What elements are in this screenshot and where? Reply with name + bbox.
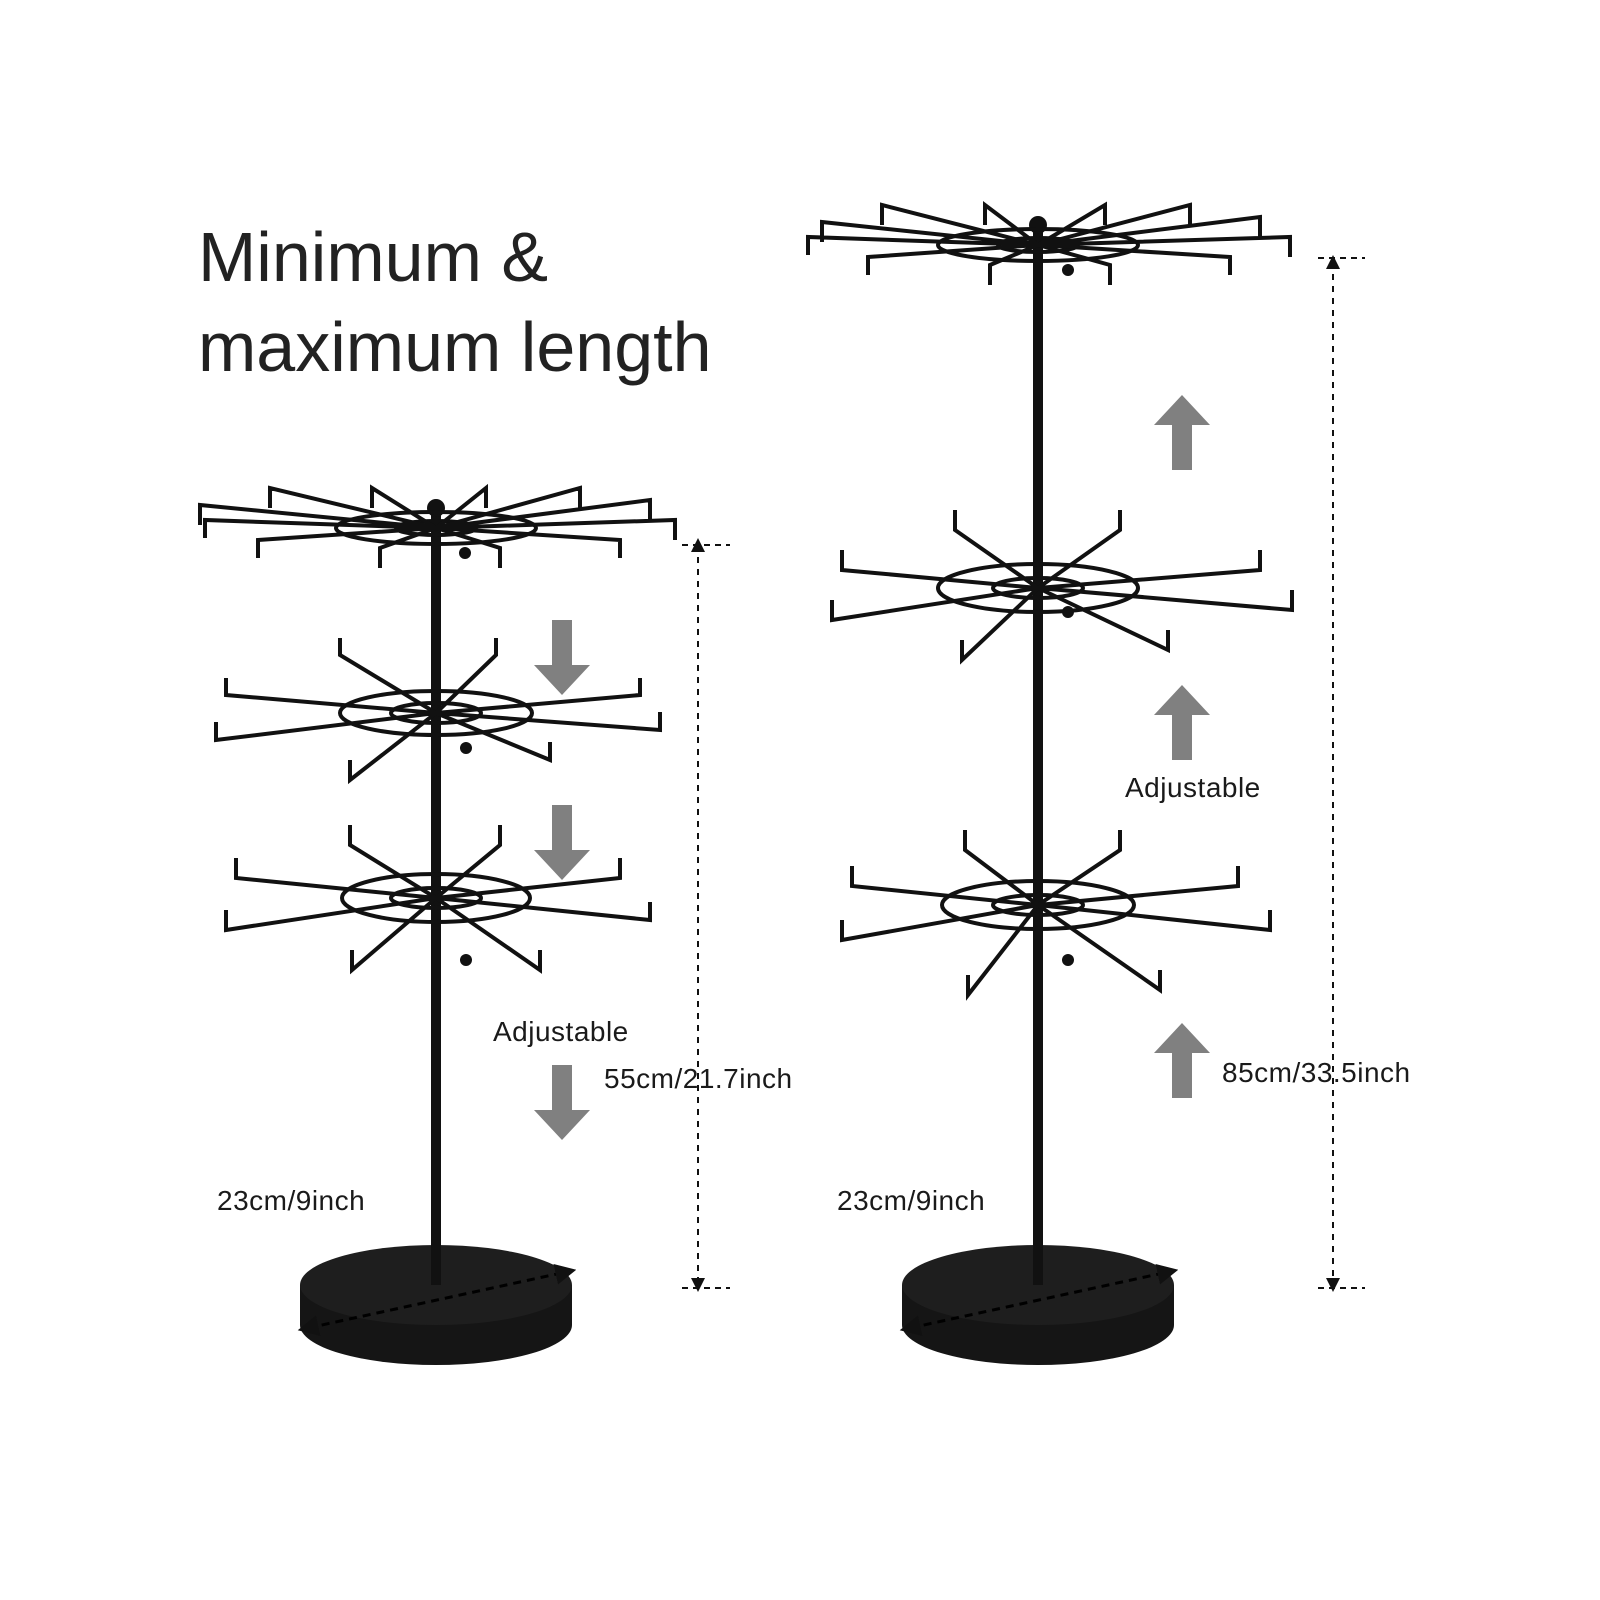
right-base-label: 23cm/9inch: [837, 1185, 986, 1216]
heading-line-1: Minimum &: [198, 218, 549, 296]
left-height-label: 55cm/21.7inch: [604, 1063, 793, 1094]
heading-line-2: maximum length: [198, 308, 712, 386]
right-height-dimension: [1318, 255, 1365, 1292]
down-arrow-icon: [534, 620, 590, 695]
left-tier-bottom: [224, 825, 652, 975]
right-tier-middle: [830, 510, 1294, 665]
up-arrow-icon: [1154, 395, 1210, 470]
left-tier-middle: [214, 638, 662, 785]
up-arrow-icon: [1154, 1023, 1210, 1098]
left-tier-top: [198, 483, 677, 568]
left-display-stand: [198, 483, 677, 1365]
left-adjustable-label: Adjustable: [493, 1016, 629, 1047]
right-arrows-up: [1154, 395, 1210, 1098]
left-height-dimension: [682, 538, 730, 1292]
heading: Minimum & maximum length: [198, 212, 712, 392]
right-height-label: 85cm/33.5inch: [1222, 1057, 1411, 1088]
left-pole-cap: [427, 499, 445, 517]
left-arrows-down: [534, 620, 590, 1140]
down-arrow-icon: [534, 1065, 590, 1140]
right-tier-top: [806, 200, 1292, 285]
right-pole-cap: [1029, 216, 1047, 234]
left-pole: [431, 505, 441, 1285]
right-adjustable-label: Adjustable: [1125, 772, 1261, 803]
up-arrow-icon: [1154, 685, 1210, 760]
right-display-stand: [806, 200, 1294, 1365]
left-base-label: 23cm/9inch: [217, 1185, 366, 1216]
left-base-diameter: [297, 1263, 577, 1337]
right-pole: [1033, 222, 1043, 1285]
right-base-diameter: [899, 1263, 1179, 1337]
down-arrow-icon: [534, 805, 590, 880]
right-tier-bottom: [840, 830, 1272, 1001]
